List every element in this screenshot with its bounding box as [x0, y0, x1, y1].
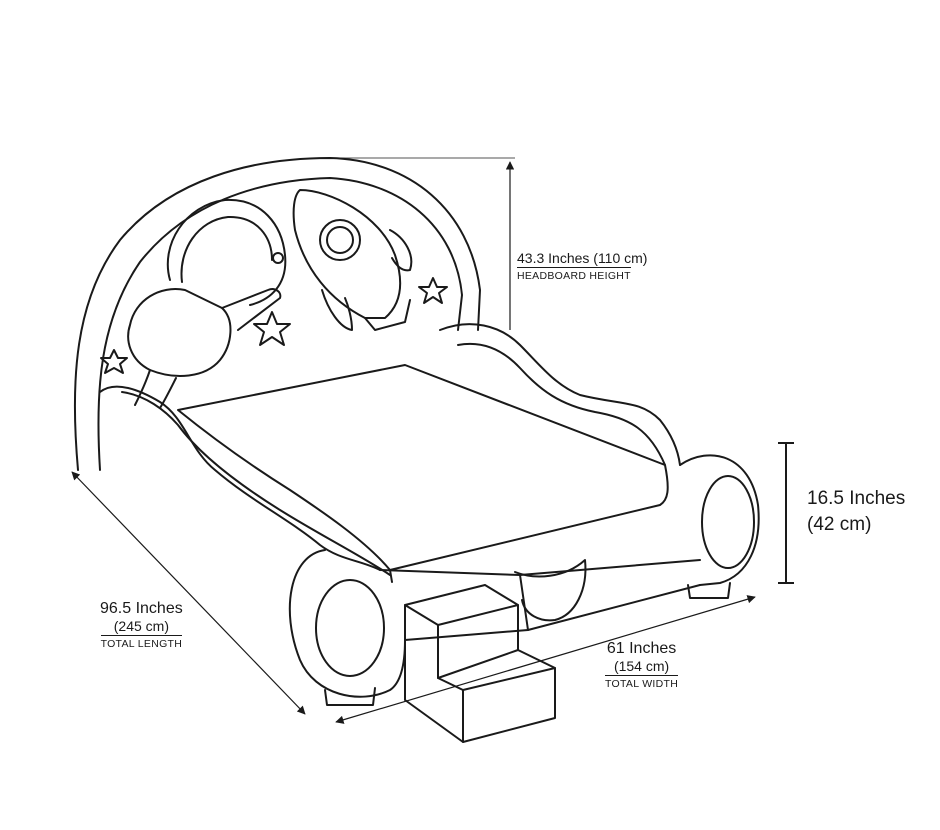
total-length-value: 96.5 Inches	[100, 600, 183, 617]
star-icon	[100, 349, 128, 374]
mattress	[177, 364, 669, 571]
total-length-metric: (245 cm)	[113, 618, 169, 635]
star-icon	[418, 277, 448, 304]
total-width-metric: (154 cm)	[613, 658, 670, 675]
bed-height-line1: 16.5 Inches	[807, 488, 906, 509]
total-width-dimension	[335, 595, 756, 724]
bed-height-dimension	[778, 442, 794, 584]
left-wheel	[315, 579, 385, 677]
front-rail	[379, 569, 529, 641]
rocket-decoration	[292, 189, 413, 331]
total-width-label: 61 Inches (154 cm) TOTAL WIDTH	[605, 640, 679, 693]
right-side-rail	[439, 323, 681, 466]
right-wheel	[701, 475, 755, 569]
left-wheel-housing	[288, 549, 406, 698]
left-side-rail	[99, 385, 381, 571]
total-length-caption: TOTAL LENGTH	[100, 635, 183, 650]
bed-height-line2: (42 cm)	[807, 513, 872, 535]
bed-height-label: 16.5 Inches (42 cm)	[807, 486, 905, 537]
headboard-outer	[73, 157, 481, 471]
headboard-height-caption: HEADBOARD HEIGHT	[517, 267, 631, 282]
star-icon	[253, 311, 291, 346]
headboard-height-label: 43.3 Inches (110 cm) HEADBOARD HEIGHT	[517, 250, 647, 284]
total-width-value: 61 Inches	[606, 640, 677, 657]
total-length-label: 96.5 Inches (245 cm) TOTAL LENGTH	[100, 600, 183, 653]
headboard-inner	[97, 177, 463, 471]
right-wheel-housing	[679, 454, 760, 586]
astronaut-decoration	[127, 198, 287, 409]
total-length-dimension	[71, 471, 306, 715]
headboard-height-value: 43.3 Inches (110 cm)	[517, 250, 648, 266]
total-width-caption: TOTAL WIDTH	[605, 675, 679, 690]
